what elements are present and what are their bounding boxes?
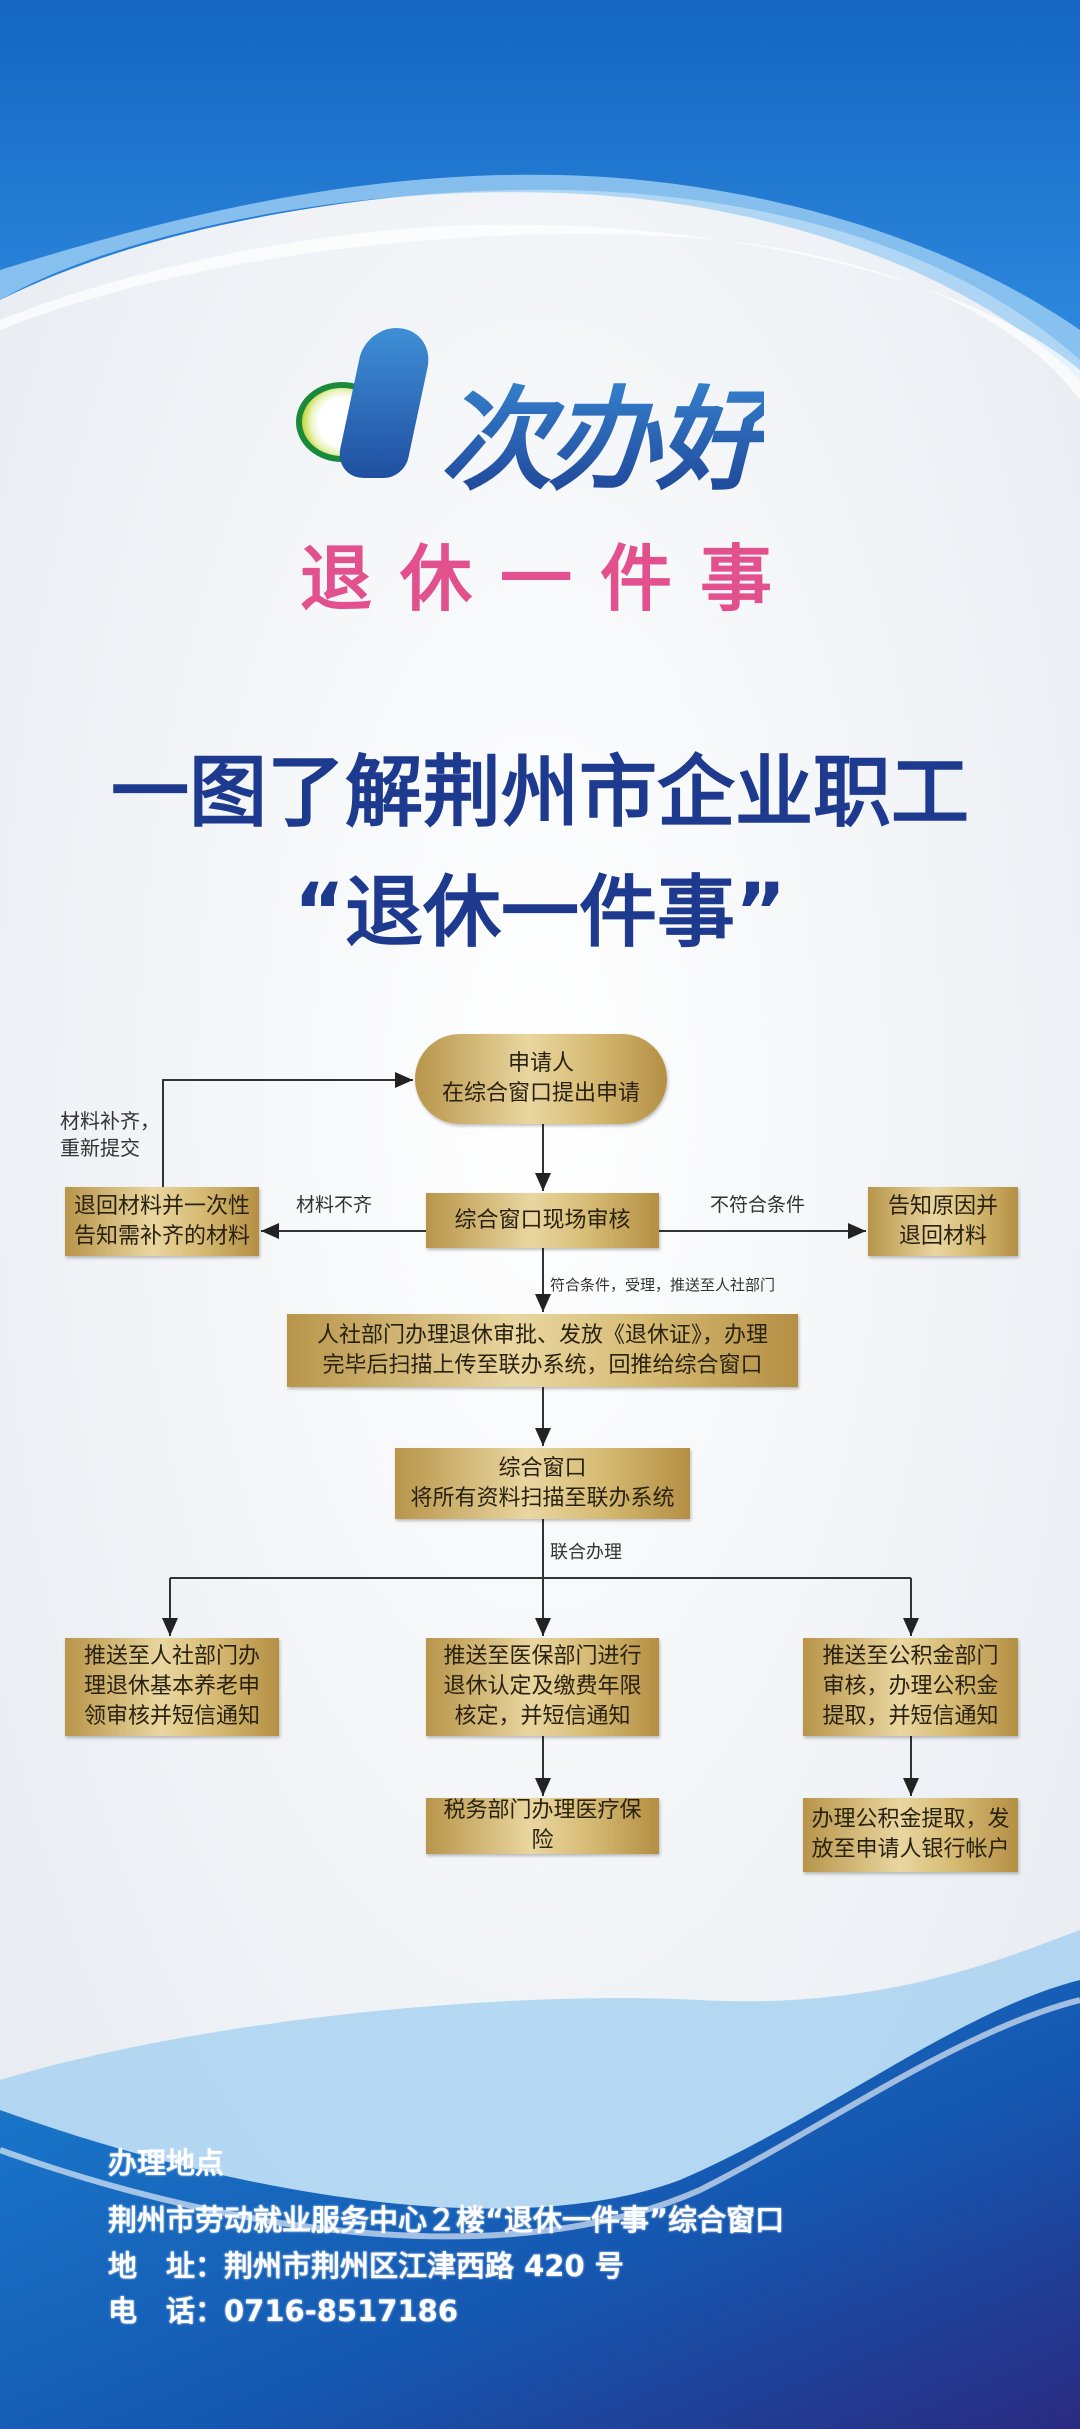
- flow-branch-medical: 推送至医保部门进行退休认定及缴费年限核定，并短信通知: [426, 1638, 659, 1736]
- flow-text: 推送至公积金部门: [822, 1644, 999, 1669]
- flow-window-scan: 综合窗口将所有资料扫描至联办系统: [395, 1448, 690, 1519]
- footer-phone: 电 话：0716-8517186: [108, 2294, 458, 2328]
- label-accepted: 符合条件，受理，推送至人社部门: [550, 1276, 776, 1294]
- label-resubmit: 材料补齐， 重新提交: [60, 1108, 160, 1162]
- logo-title: 次办好: [440, 350, 768, 512]
- flow-text: 税务部门办理医疗保险: [443, 1798, 642, 1853]
- flow-text: 放至申请人银行帐户: [811, 1837, 1010, 1862]
- flow-text: 将所有资料扫描至联办系统: [410, 1485, 675, 1511]
- flow-text: 核定，并短信通知: [454, 1704, 631, 1729]
- footer-address: 地 址：荆州市荆州区江津西路 420 号: [108, 2249, 624, 2283]
- subtitle: 退休一件事: [300, 537, 801, 621]
- flow-text: 完毕后扫描上传至联办系统，回推给综合窗口: [322, 1352, 763, 1378]
- flow-start-applicant: 申请人在综合窗口提出申请: [415, 1034, 667, 1124]
- flow-text: 办理公积金提取，发: [811, 1807, 1010, 1832]
- flow-text: 告知原因并: [887, 1193, 998, 1219]
- footer-title: 办理地点: [108, 2146, 225, 2180]
- flow-fund-withdrawal: 办理公积金提取，发放至申请人银行帐户: [803, 1798, 1018, 1872]
- flow-branch-housing-fund: 推送至公积金部门审核，办理公积金提取，并短信通知: [803, 1638, 1018, 1736]
- headline-line2: “退休一件事”: [293, 868, 787, 958]
- flow-text: 推送至医保部门进行: [443, 1644, 642, 1669]
- flow-return-materials: 退回材料并一次性告知需补齐的材料: [65, 1187, 259, 1256]
- flow-text: 提取，并短信通知: [822, 1704, 999, 1729]
- flow-branch-pension: 推送至人社部门办理退休基本养老申领审核并短信通知: [65, 1638, 279, 1736]
- flow-tax-medical-insurance: 税务部门办理医疗保险: [426, 1798, 659, 1854]
- footer-location: 荆州市劳动就业服务中心２楼“退休一件事”综合窗口: [108, 2203, 785, 2237]
- flow-text: 退休认定及缴费年限: [443, 1674, 642, 1699]
- flow-text: 审核，办理公积金: [822, 1674, 999, 1699]
- flow-text: 人社部门办理退休审批、发放《退休证》，办理: [316, 1322, 768, 1348]
- flow-onsite-review: 综合窗口现场审核: [426, 1193, 659, 1248]
- flow-text: 告知需补齐的材料: [73, 1223, 250, 1249]
- flow-text: 推送至人社部门办: [83, 1644, 260, 1669]
- label-not-qualified: 不符合条件: [710, 1194, 806, 1216]
- flow-text: 理退休基本养老申: [83, 1674, 260, 1699]
- flow-text: 领审核并短信通知: [83, 1704, 260, 1729]
- label-joint: 联合办理: [550, 1542, 622, 1563]
- label-text: 材料补齐，: [60, 1109, 160, 1133]
- label-text: 重新提交: [60, 1136, 140, 1160]
- flow-text: 申请人: [507, 1051, 574, 1076]
- flow-hr-approval: 人社部门办理退休审批、发放《退休证》，办理完毕后扫描上传至联办系统，回推给综合窗…: [287, 1314, 798, 1387]
- flow-text: 退回材料: [898, 1223, 987, 1249]
- label-incomplete: 材料不齐: [296, 1194, 373, 1216]
- flow-text: 退回材料并一次性: [73, 1193, 250, 1219]
- flow-reject-notice: 告知原因并退回材料: [868, 1187, 1018, 1256]
- flow-text: 综合窗口: [498, 1455, 587, 1481]
- flow-text: 在综合窗口提出申请: [441, 1081, 640, 1106]
- flow-text: 综合窗口现场审核: [454, 1207, 631, 1233]
- headline-line1: 一图了解荆州市企业职工: [110, 748, 969, 838]
